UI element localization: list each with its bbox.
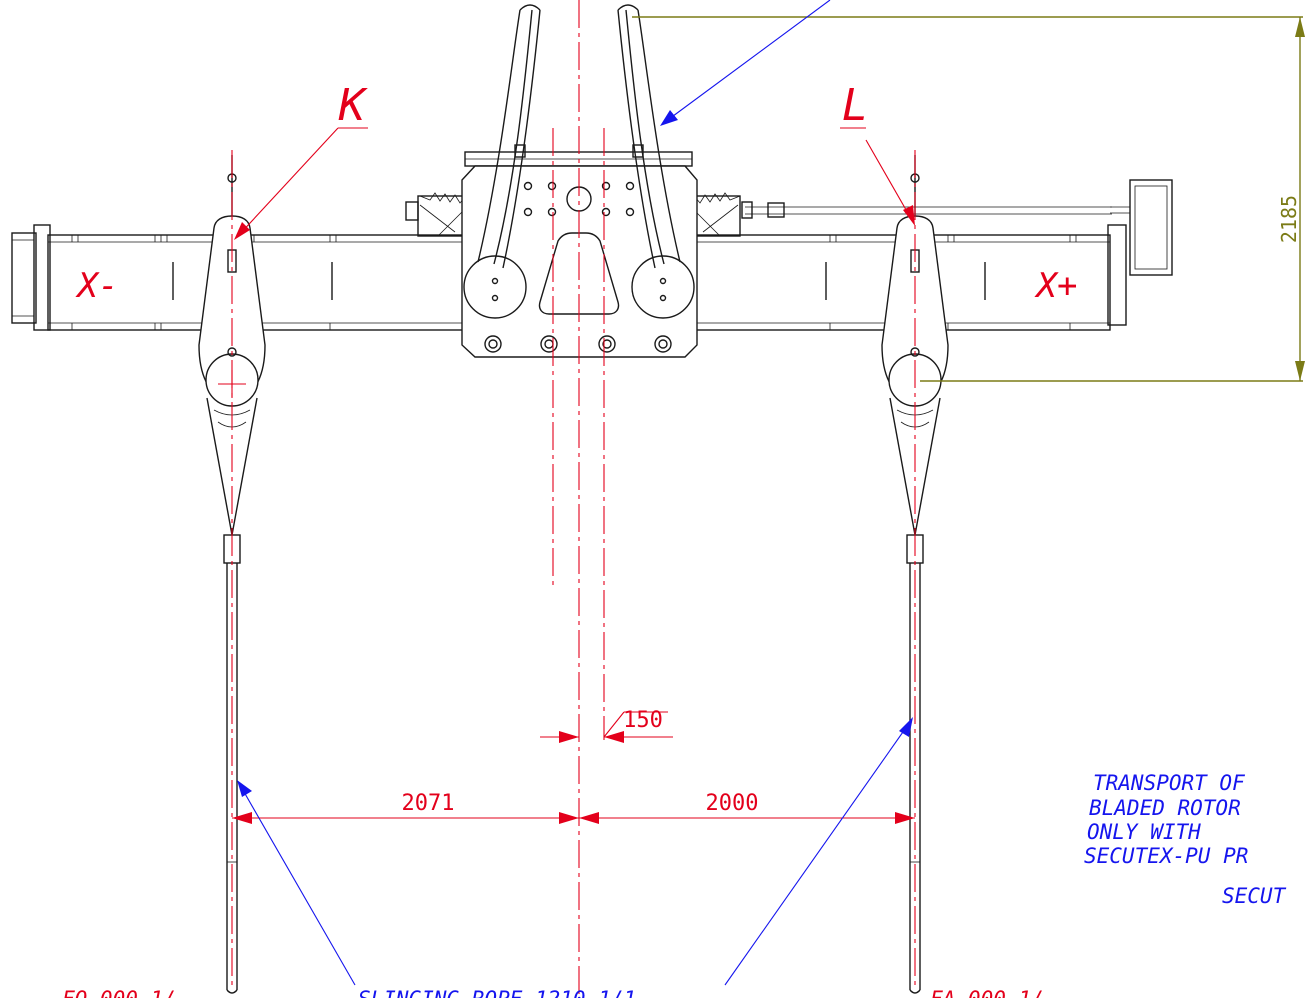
note-line-5: SECUT xyxy=(1222,884,1287,908)
bottom-label-left: FO 000 1/ xyxy=(62,987,176,998)
axis-label-x-plus: X+ xyxy=(1034,266,1078,306)
dimension-right-span: 2000 xyxy=(706,791,759,816)
axis-label-x-minus: X- xyxy=(75,266,119,306)
bottom-label-center: SLINGING ROPE 1210 1/1 xyxy=(358,987,636,998)
note-line-4: SECUTEX-PU PR xyxy=(1084,844,1248,868)
dimension-lines xyxy=(232,16,1305,824)
center-lines xyxy=(218,0,916,998)
point-label-k: K xyxy=(338,80,369,131)
dimension-left-span: 2071 xyxy=(402,791,455,816)
note-line-1: TRANSPORT OF xyxy=(1093,771,1245,795)
bottom-label-right: FA 000 1/ xyxy=(930,987,1044,998)
transport-note: TRANSPORT OF BLADED ROTOR ONLY WITH SECU… xyxy=(1084,771,1287,908)
leader-lines xyxy=(237,0,913,986)
note-line-3: ONLY WITH xyxy=(1087,820,1201,844)
note-line-2: BLADED ROTOR xyxy=(1089,796,1241,820)
point-label-l: L xyxy=(842,80,869,131)
dimension-height: 2185 xyxy=(1277,195,1301,243)
dimension-center-offset: 150 xyxy=(623,708,663,733)
